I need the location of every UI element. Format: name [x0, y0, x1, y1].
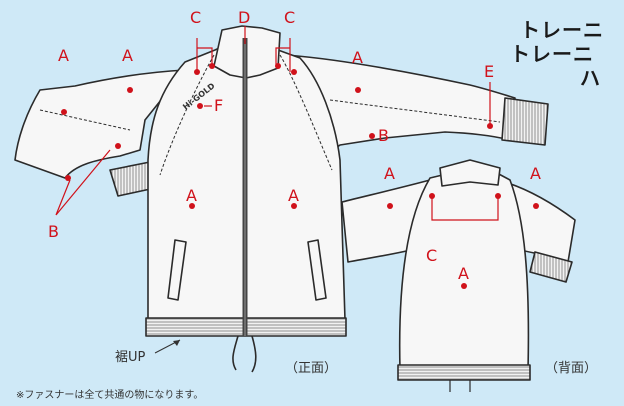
- label-a-left-sleeve: A: [58, 46, 69, 65]
- front-jacket: [14, 25, 549, 373]
- label-f: F: [214, 96, 224, 115]
- label-c-right: C: [284, 8, 296, 27]
- front-right-pocket: [307, 239, 327, 301]
- back-hem: [397, 364, 531, 381]
- front-left-pocket: [167, 239, 187, 301]
- front-right-cuff: [501, 97, 549, 146]
- label-a-back-right: A: [530, 164, 541, 183]
- label-a-body-left: A: [186, 186, 197, 205]
- label-e: E: [484, 62, 495, 81]
- label-a-left-shoulder: A: [122, 46, 133, 65]
- callout-dots: [61, 63, 539, 289]
- front-drawcord: [232, 335, 257, 373]
- label-c-back: C: [426, 246, 438, 265]
- label-b-right: B: [378, 126, 389, 145]
- front-left-sleeve: [14, 69, 186, 179]
- title-line-2: トレーニ: [510, 42, 594, 66]
- label-a-body-right: A: [288, 186, 299, 205]
- back-collar: [439, 159, 501, 187]
- title-line-3: ハ: [580, 66, 601, 90]
- back-caption: （背面）: [545, 361, 598, 376]
- label-d: D: [238, 8, 251, 27]
- back-right-cuff: [529, 251, 573, 283]
- label-a-right-sleeve: A: [352, 48, 363, 67]
- label-c-left: C: [190, 8, 202, 27]
- label-a-back-body: A: [458, 264, 469, 283]
- label-a-back-left: A: [384, 164, 395, 183]
- title-line-1: トレーニ: [520, 18, 604, 42]
- callout-lines: [55, 26, 499, 221]
- front-right-sleeve: [284, 54, 516, 161]
- label-b-left: B: [48, 222, 59, 241]
- hem-caption: 裾UP: [115, 350, 146, 365]
- footnote: ※ファスナーは全て共通の物になります。: [16, 390, 204, 401]
- front-caption: （正面）: [285, 361, 338, 376]
